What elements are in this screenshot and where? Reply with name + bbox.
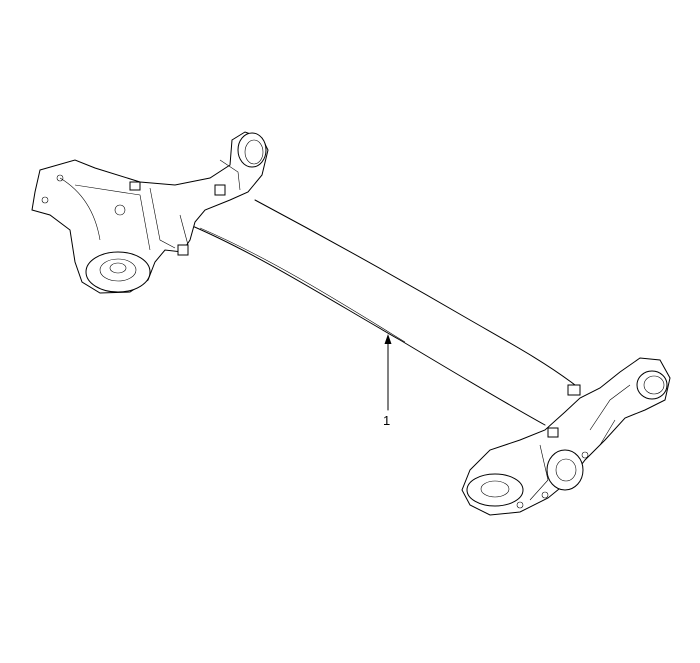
right-trailing-arm (461, 357, 671, 516)
left-trailing-arm (31, 131, 269, 294)
callout-1-leader (384, 334, 392, 411)
callout-1-label: 1 (383, 413, 391, 428)
torsion-beam (189, 199, 576, 426)
